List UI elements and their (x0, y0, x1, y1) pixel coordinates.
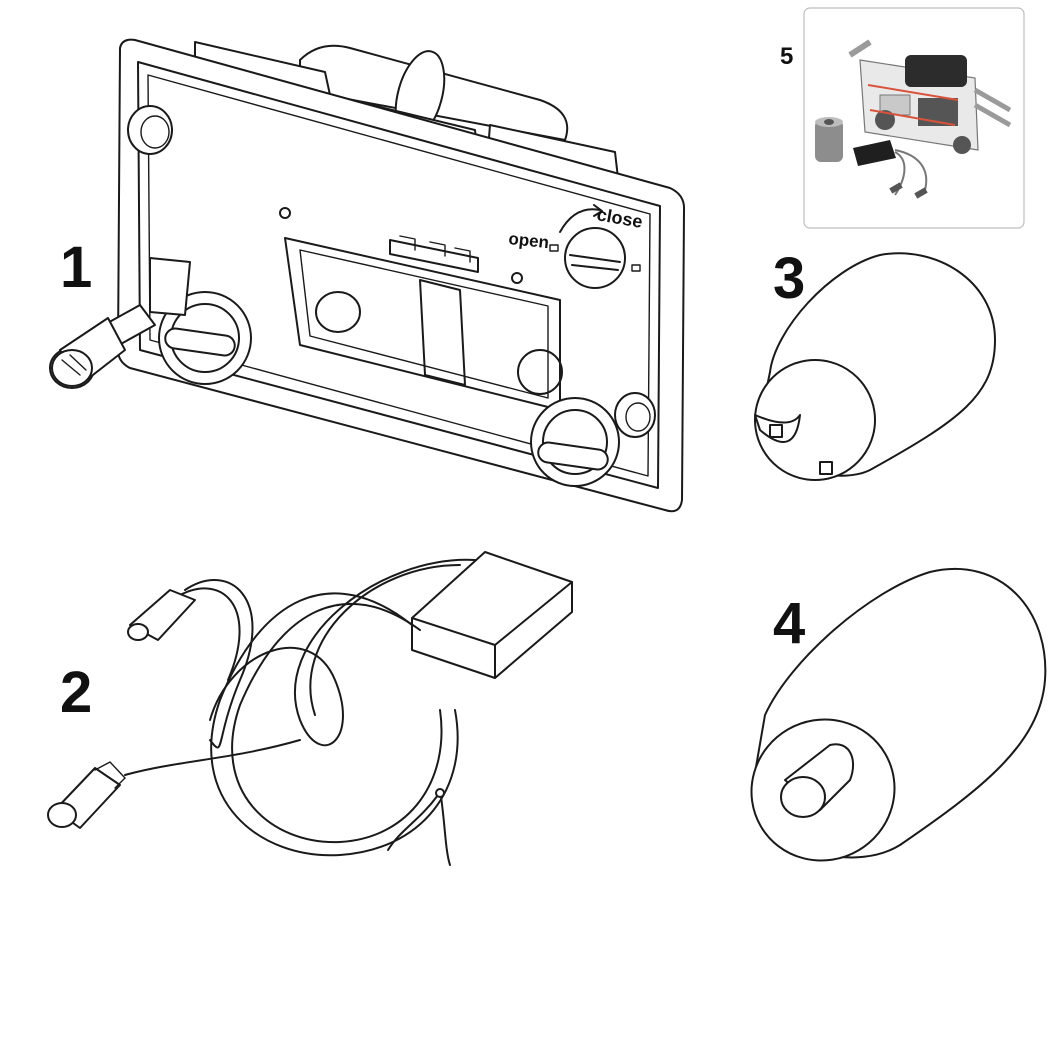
part-5-inset (803, 7, 1025, 229)
part-number-4: 4 (773, 591, 805, 656)
part-number-1: 1 (60, 235, 92, 300)
part-number-2: 2 (60, 660, 92, 725)
part-number-3: 3 (773, 246, 805, 311)
part-number-5: 5 (780, 43, 793, 70)
part-3-battery (754, 252, 996, 481)
part-1-mounting-plate: open close (49, 38, 686, 513)
open-label: open (508, 229, 550, 252)
part-4-battery (750, 567, 1047, 862)
part-2-sensor-cable (47, 551, 573, 866)
